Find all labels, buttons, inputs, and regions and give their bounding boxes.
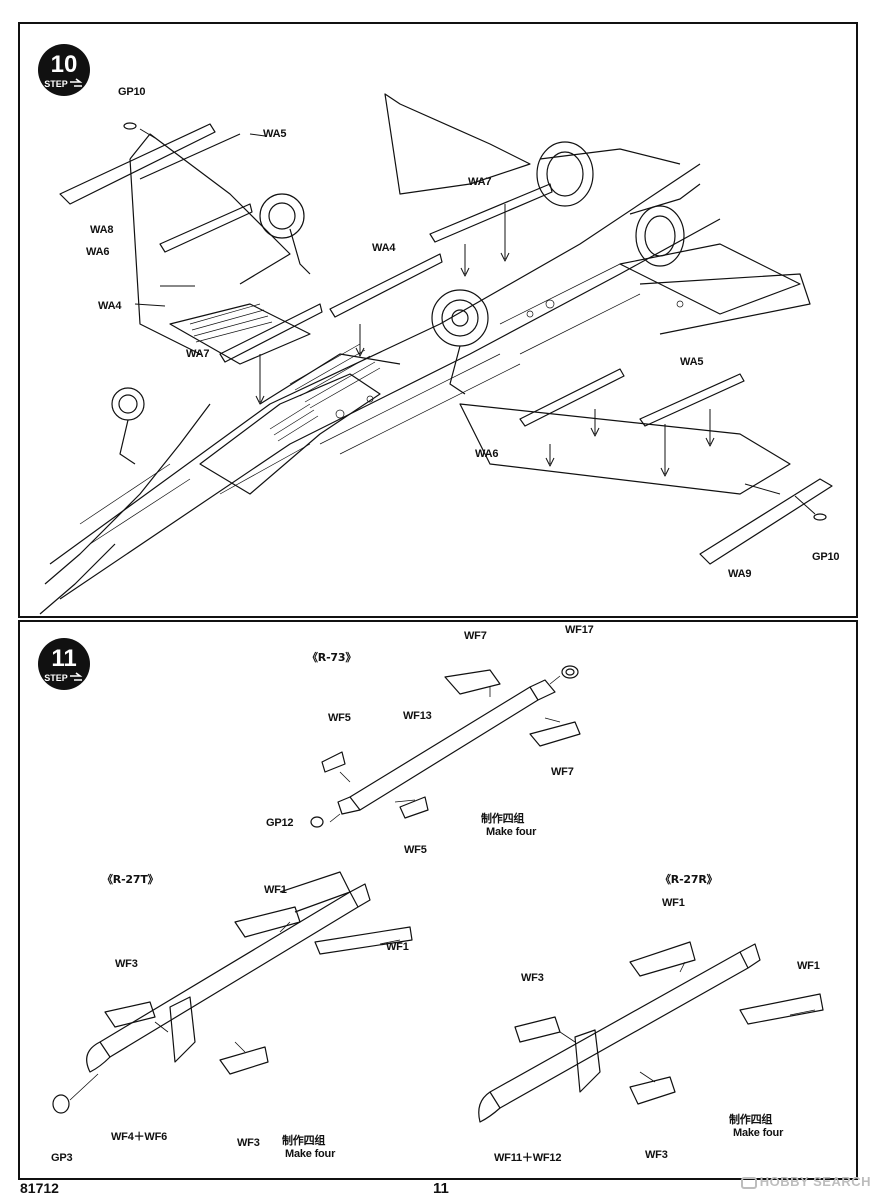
label-r27r-wf3-left: WF3 (521, 972, 544, 984)
label-wf5-left: WF5 (328, 712, 351, 724)
r27r-note-en: Make four (733, 1127, 784, 1139)
step-10-number: 10 (51, 51, 78, 78)
label-gp10-bottom: GP10 (812, 551, 840, 563)
label-wf7-top: WF7 (464, 630, 487, 642)
label-gp12: GP12 (266, 817, 294, 829)
r27r-note-cn: 制作四组 (729, 1113, 773, 1126)
label-wf7-right: WF7 (551, 766, 574, 778)
label-wa8: WA8 (90, 224, 114, 236)
step-10-badge: 10 STEP (38, 44, 90, 96)
step-arrow-icon (70, 78, 83, 87)
label-wa9: WA9 (728, 568, 752, 580)
step-11-word: STEP (44, 673, 68, 683)
r73-title: 《R-73》 (307, 651, 357, 664)
r27t-note-cn: 制作四组 (282, 1134, 326, 1147)
label-wa6-right: WA6 (475, 448, 499, 460)
label-gp3: GP3 (51, 1152, 73, 1164)
r73-note-cn: 制作四组 (481, 812, 525, 825)
r27r-title: 《R-27R》 (660, 873, 718, 886)
step-10-panel: 10 STEP GP10 WA5 WA8 WA6 WA4 WA7 WA4 WA7… (18, 22, 858, 618)
step-11-panel: 11 STEP 《R-73》 WF7 WF17 WF5 WF13 WF7 GP1… (18, 620, 858, 1180)
r73-note-en: Make four (486, 826, 537, 838)
hobby-search-logo-icon (740, 1176, 757, 1189)
label-wa4-center: WA4 (372, 242, 396, 254)
label-r27t-wf1-top: WF1 (264, 884, 287, 896)
step-arrow-icon (70, 672, 83, 681)
label-r27r-wf1-top: WF1 (662, 897, 685, 909)
label-wa7-center: WA7 (468, 176, 492, 188)
label-wa4-left: WA4 (98, 300, 122, 312)
r73-missile (310, 665, 581, 828)
step-11-badge: 11 STEP (38, 638, 90, 690)
label-r27t-wf3-left: WF3 (115, 958, 138, 970)
label-wf4-wf6: WF4＋WF6 (111, 1131, 168, 1143)
page-number: 11 (433, 1180, 449, 1197)
watermark-text: HOBBY SEARCH (759, 1174, 871, 1189)
watermark: HOBBY SEARCH (740, 1174, 871, 1189)
label-wf5-bottom: WF5 (404, 844, 427, 856)
r27t-note-en: Make four (285, 1148, 336, 1160)
label-r27r-wf1-right: WF1 (797, 960, 820, 972)
label-r27t-wf3-bottom: WF3 (237, 1137, 260, 1149)
step-10-aircraft-drawing (39, 93, 833, 615)
label-wf13: WF13 (403, 710, 432, 722)
step-11-number: 11 (51, 645, 76, 672)
label-gp10-top: GP10 (118, 86, 146, 98)
label-wf17: WF17 (565, 624, 594, 636)
label-r27t-wf1-right: WF1 (386, 941, 409, 953)
r27r-missile (478, 941, 824, 1123)
label-wa5-right: WA5 (680, 356, 704, 368)
label-wa6-left: WA6 (86, 246, 110, 258)
kit-number: 81712 (20, 1180, 59, 1196)
step-11-missile-drawings (52, 665, 824, 1123)
r27t-missile (52, 871, 413, 1114)
label-wf11-wf12: WF11＋WF12 (494, 1152, 562, 1164)
label-r27r-wf3-bottom: WF3 (645, 1149, 668, 1161)
label-wa7-left: WA7 (186, 348, 210, 360)
r27t-title: 《R-27T》 (102, 873, 159, 886)
label-wa5-left: WA5 (263, 128, 287, 140)
step-10-word: STEP (44, 79, 68, 89)
